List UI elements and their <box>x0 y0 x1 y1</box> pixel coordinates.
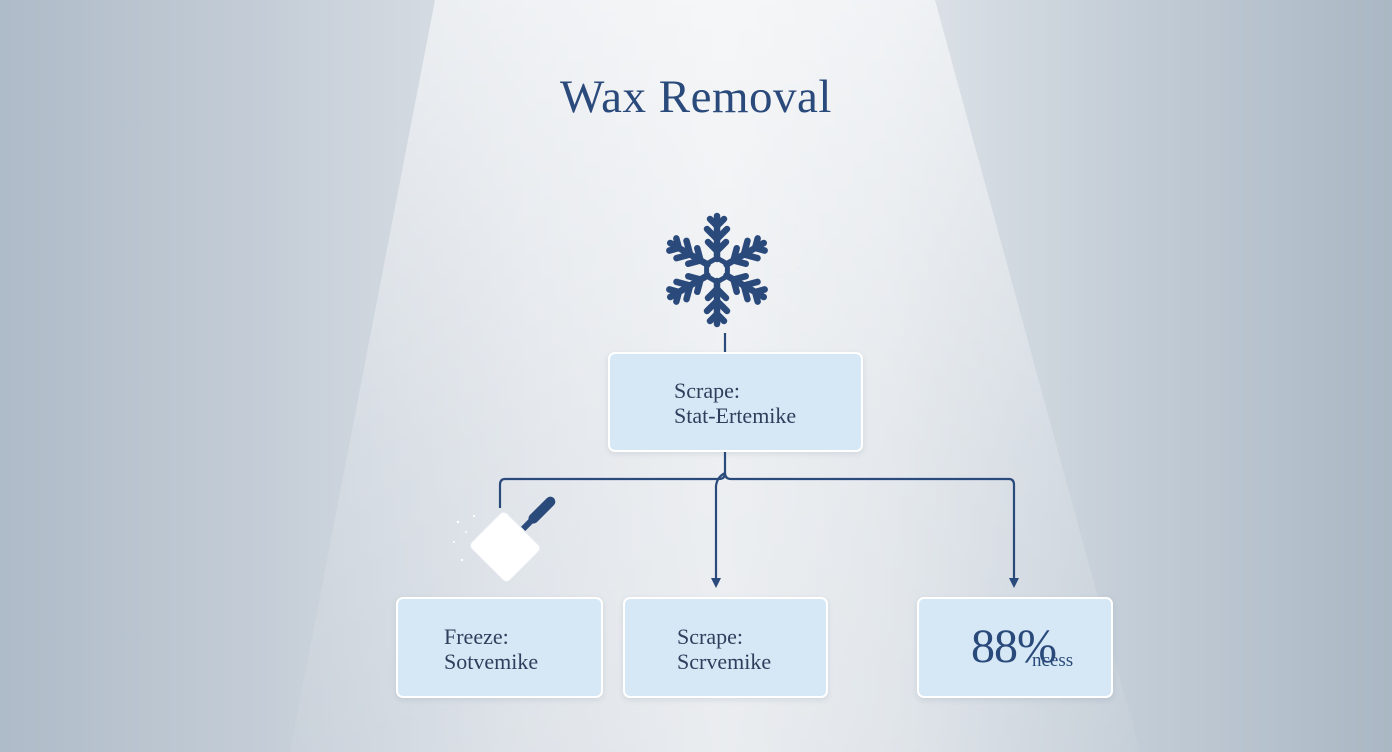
node-scrape-bottom: Scrape: Scrvemike <box>623 597 828 698</box>
node-scrape-top-line1: Scrape: <box>674 378 740 403</box>
page-title: Wax Removal <box>560 71 832 123</box>
node-scrape-top-line2: Stat-Ertemike <box>674 403 797 428</box>
node-scrape-bottom-line1: Scrape: <box>677 624 743 649</box>
result-label: ncess <box>1032 650 1074 671</box>
node-scrape-bottom-line2: Scrvemike <box>677 649 772 674</box>
node-scrape-top: Scrape: Stat-Ertemike <box>608 352 863 452</box>
node-result: 88% ncess <box>917 597 1113 698</box>
node-freeze: Freeze: Sotvemike <box>396 597 603 698</box>
node-freeze-line1: Freeze: <box>444 624 509 649</box>
result-value: 88% <box>971 620 1057 673</box>
node-freeze-line2: Sotvemike <box>444 649 539 674</box>
